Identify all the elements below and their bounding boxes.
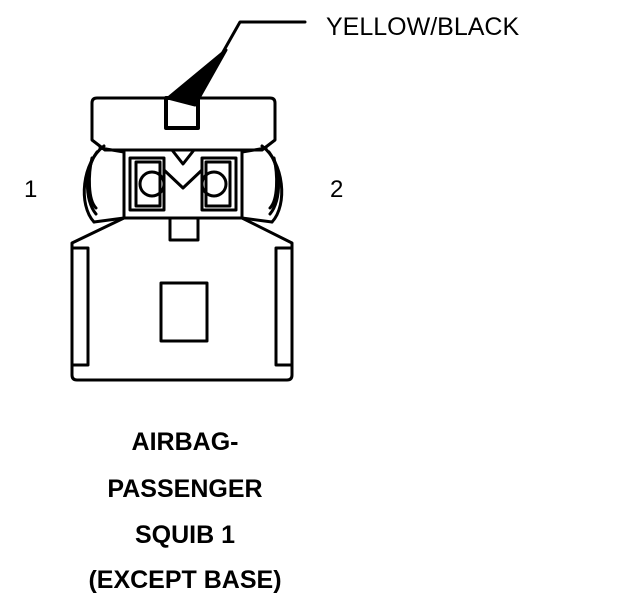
pin-1-contact: [138, 170, 166, 198]
caption-line-1: AIRBAG-: [131, 428, 239, 456]
caption-line-4: (EXCEPT BASE): [88, 566, 282, 594]
right-latch: [240, 144, 284, 224]
terminal-block: [122, 148, 244, 242]
pin-1-label: 1: [24, 176, 37, 203]
pin-2-label: 2: [330, 176, 343, 203]
wire-color-label: YELLOW/BLACK: [326, 13, 519, 41]
pin-2-contact: [200, 170, 228, 198]
left-latch: [82, 144, 126, 224]
connector-lower-body: [70, 216, 294, 382]
connector-upper-housing: [90, 96, 277, 152]
caption-line-2: PASSENGER: [107, 475, 263, 503]
wire-leader-arrow: [166, 20, 307, 107]
caption-line-3: SQUIB 1: [134, 521, 236, 549]
